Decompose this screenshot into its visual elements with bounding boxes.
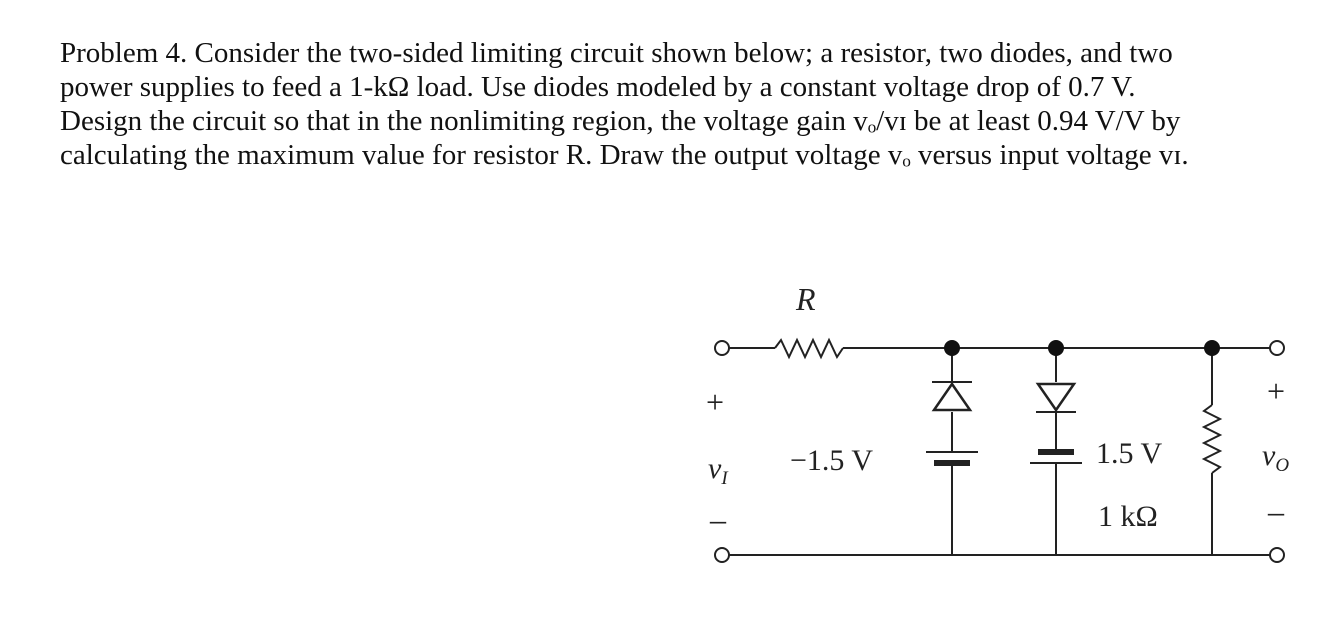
load-value-label: 1 kΩ xyxy=(1098,500,1158,533)
load-resistor xyxy=(1201,404,1223,474)
input-minus-sign: – xyxy=(709,501,727,537)
problem-line-2: power supplies to feed a 1-kΩ load. Use … xyxy=(60,71,1136,103)
output-voltage-label: vO xyxy=(1262,439,1289,476)
input-voltage-label: vI xyxy=(708,452,729,489)
problem-statement: Problem 4. Consider the two-sided limiti… xyxy=(60,36,1310,172)
junction-dot-3 xyxy=(1204,340,1220,356)
output-terminal-bottom xyxy=(1269,547,1285,563)
input-terminal-top xyxy=(714,340,730,356)
input-plus-sign: + xyxy=(706,384,724,420)
negative-supply-label: −1.5 V xyxy=(790,444,873,477)
resistor-r xyxy=(774,337,844,360)
junction-dot-1 xyxy=(944,340,960,356)
output-minus-sign: – xyxy=(1267,493,1285,529)
diode2-triangle xyxy=(1035,382,1077,413)
input-terminal-bottom xyxy=(714,547,730,563)
resistor-label: R xyxy=(795,281,816,317)
problem-line-3: Design the circuit so that in the nonlim… xyxy=(60,105,1181,137)
diode1-triangle xyxy=(931,381,973,412)
output-plus-sign: + xyxy=(1267,373,1285,409)
output-terminal-top xyxy=(1269,340,1285,356)
junction-dot-2 xyxy=(1048,340,1064,356)
positive-supply-label: 1.5 V xyxy=(1096,437,1162,470)
problem-line-1: Problem 4. Consider the two-sided limiti… xyxy=(60,37,1173,69)
problem-line-4: calculating the maximum value for resist… xyxy=(60,139,1189,171)
